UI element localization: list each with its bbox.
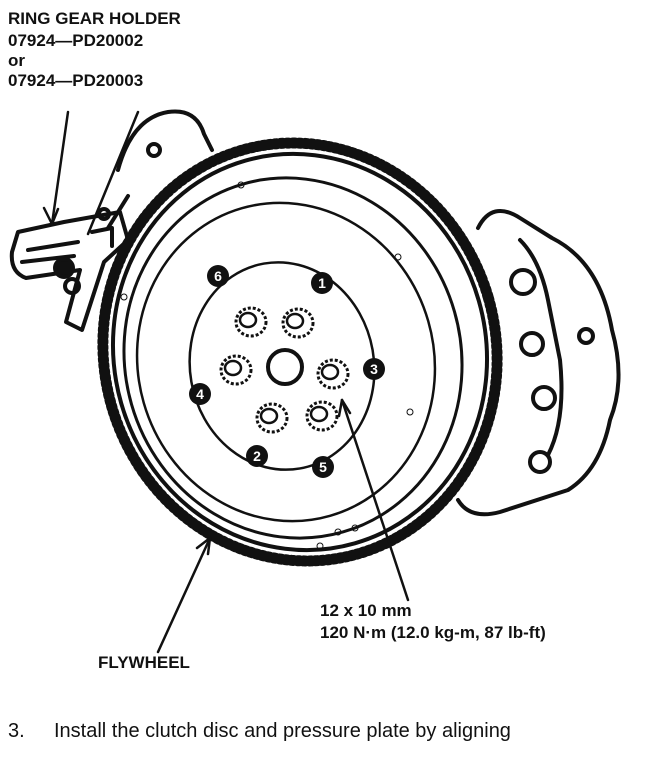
- bolt-spec-label: 12 x 10 mm 120 N·m (12.0 kg-m, 87 lb-ft): [320, 600, 546, 644]
- sequence-marker-3: 3: [363, 358, 385, 380]
- bolt-heads: [219, 306, 350, 434]
- ring-gear-teeth: [97, 137, 503, 567]
- sequence-number: 2: [253, 448, 261, 464]
- sequence-marker-6: 6: [207, 265, 229, 287]
- tool-name: RING GEAR HOLDER: [8, 9, 181, 28]
- ring-gear-root: [110, 151, 490, 553]
- step-text: Install the clutch disc and pressure pla…: [54, 720, 511, 742]
- sequence-marker-4: 4: [189, 383, 211, 405]
- sequence-marker-5: 5: [312, 456, 334, 478]
- bolt-torque: 120 N·m (12.0 kg-m, 87 lb-ft): [320, 623, 546, 642]
- sequence-number: 6: [214, 268, 222, 284]
- bolt-head: [281, 307, 315, 339]
- block-upper-outline: [97, 109, 214, 230]
- sequence-number: 4: [196, 386, 204, 402]
- bolt-head: [255, 402, 289, 434]
- step-number: 3.: [8, 720, 25, 742]
- bolt-head: [305, 400, 339, 432]
- flywheel-inner-rim: [122, 176, 464, 540]
- bolt-head: [219, 354, 253, 386]
- tool-part-number-2: 07924—PD20003: [8, 71, 144, 90]
- flywheel-face-ring: [135, 201, 437, 523]
- tool-part-number-1: 07924—PD20002: [8, 31, 144, 50]
- tool-label-or: or: [8, 51, 25, 70]
- engine-block-outline: [456, 208, 621, 517]
- flywheel: [97, 137, 503, 567]
- sequence-number: 3: [370, 361, 378, 377]
- bolt-circle: [188, 261, 376, 471]
- bolt-head: [234, 306, 268, 338]
- crankshaft-center-boss: [266, 348, 304, 386]
- sequence-number: 5: [319, 459, 327, 475]
- step-instruction: 3. Install the clutch disc and pressure p…: [8, 718, 511, 744]
- flywheel-label: FLYWHEEL: [98, 653, 190, 672]
- sequence-marker-1: 1: [311, 272, 333, 294]
- sequence-number: 1: [318, 275, 326, 291]
- bolt-size: 12 x 10 mm: [320, 601, 412, 620]
- leader-lines: [42, 110, 410, 654]
- tool-label: RING GEAR HOLDER 07924—PD20002 or 07924—…: [8, 8, 181, 92]
- sequence-marker-2: 2: [246, 445, 268, 467]
- bolt-head: [316, 358, 350, 390]
- tightening-sequence: 1 2 3 4 5 6: [189, 265, 385, 478]
